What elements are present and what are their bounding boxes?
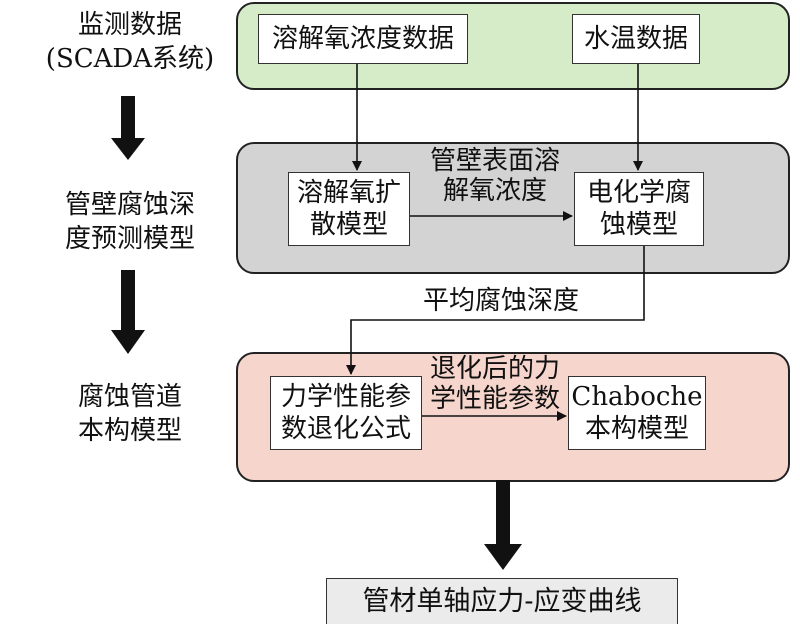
oxygen-diffusion-model-box: 溶解氧扩 散模型: [288, 172, 410, 246]
degraded-params-line2: 学性能参数: [429, 384, 560, 414]
electrochem-model-line2: 蚀模型: [599, 210, 678, 240]
output-big-arrow: [484, 480, 522, 570]
constitutive-label-line1: 腐蚀管道: [77, 382, 182, 412]
depth-to-degradation-arrow: [346, 246, 645, 375]
degradation-formula-line1: 力学性能参: [280, 382, 411, 412]
left-big-arrow-2: [111, 270, 145, 354]
wall-surface-oxygen-label: 管壁表面溶 解氧浓度: [422, 146, 568, 206]
water-temperature-data-box: 水温数据: [572, 14, 700, 64]
monitoring-label-line2: (SCADA系统): [45, 44, 215, 74]
constitutive-label-line2: 本构模型: [77, 416, 182, 446]
chaboche-model-box: Chaboche 本构模型: [568, 376, 706, 450]
electrochem-model-line1: 电化学腐: [586, 178, 691, 208]
corrosion-prediction-label: 管壁腐蚀深 度预测模型: [40, 188, 220, 256]
monitoring-data-label: 监测数据 (SCADA系统): [40, 8, 220, 76]
prediction-label-line1: 管壁腐蚀深: [64, 190, 195, 220]
degradation-formula-box: 力学性能参 数退化公式: [270, 376, 422, 450]
average-corrosion-depth-label: 平均腐蚀深度: [422, 286, 579, 316]
degraded-parameters-label: 退化后的力 学性能参数: [422, 354, 568, 414]
wall-oxygen-line1: 管壁表面溶: [429, 146, 560, 176]
dissolved-oxygen-data-box: 溶解氧浓度数据: [258, 14, 468, 64]
diffusion-model-line1: 溶解氧扩: [296, 178, 401, 208]
chaboche-model-line1: Chaboche: [571, 382, 703, 412]
wall-oxygen-line2: 解氧浓度: [442, 176, 547, 206]
electrochemical-corrosion-model-box: 电化学腐 蚀模型: [574, 172, 704, 246]
chaboche-model-line2: 本构模型: [584, 414, 689, 444]
degraded-params-line1: 退化后的力: [429, 354, 560, 384]
prediction-label-line2: 度预测模型: [64, 224, 195, 254]
left-big-arrow-1: [111, 96, 145, 160]
constitutive-model-label: 腐蚀管道 本构模型: [40, 380, 220, 448]
degradation-formula-line2: 数退化公式: [280, 414, 411, 444]
monitoring-label-line1: 监测数据: [77, 10, 182, 40]
diffusion-model-line2: 散模型: [309, 210, 388, 240]
stress-strain-curve-box: 管材单轴应力-应变曲线: [326, 578, 678, 624]
